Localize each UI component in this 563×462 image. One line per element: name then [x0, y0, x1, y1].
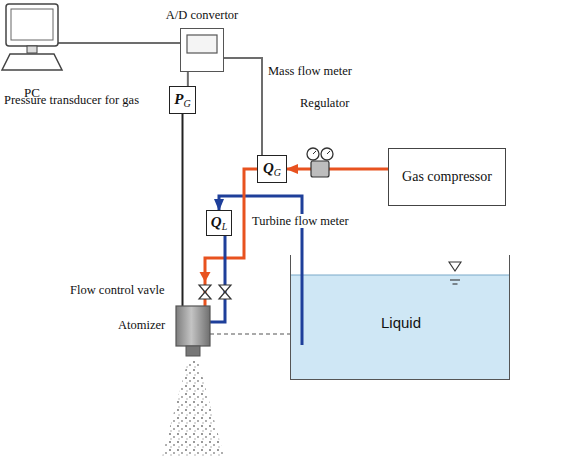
turbine-flow-meter-box: QL — [206, 210, 232, 236]
part-label: Pressure transducer for gas — [4, 93, 139, 107]
liquid-tank: Liquid — [290, 255, 510, 380]
valve-half — [219, 292, 231, 299]
gas-flow-arrow — [200, 272, 211, 282]
liquid-fill — [291, 275, 509, 379]
gauge-needle — [313, 151, 316, 154]
regulator-symbol — [307, 148, 333, 177]
pressure-gauge — [307, 148, 319, 160]
monitor — [6, 4, 58, 46]
screen — [11, 9, 53, 40]
converter-display — [187, 35, 217, 53]
flow-control-valve — [219, 285, 231, 299]
part-label: Turbine flow meter — [250, 214, 351, 228]
liquid-intake-pipe — [301, 255, 304, 345]
part-label: Flow control vavle — [70, 283, 164, 297]
atomizer-body — [176, 306, 210, 346]
symbol-letter: P — [174, 91, 183, 108]
mass-flow-meter-box: QG — [257, 155, 287, 183]
valve-half — [199, 285, 211, 292]
symbol-letter: Q — [211, 214, 222, 231]
signal-wire — [224, 58, 262, 155]
part-label: Mass flow meter — [268, 64, 352, 78]
liquid-pipe — [210, 236, 225, 322]
signal-wire — [58, 42, 180, 44]
compressor-box: Gas compressor — [388, 148, 506, 206]
level-triangle — [449, 262, 461, 271]
signal-wire — [187, 72, 189, 86]
level-tick — [450, 279, 460, 280]
level-tick — [453, 283, 458, 284]
gas-pipe — [287, 168, 388, 171]
valve-half — [219, 285, 231, 292]
symbol-letter: Q — [263, 160, 274, 177]
node-label: Gas compressor — [402, 169, 492, 185]
gauge-needle — [327, 151, 330, 154]
symbol-subscript: G — [183, 98, 190, 110]
keyboard — [2, 54, 62, 70]
ad-converter-box: A/D convertor — [180, 28, 224, 72]
symbol-subscript: L — [222, 221, 228, 233]
pressure-transducer-box: PG — [169, 86, 195, 114]
symbol-subscript: G — [274, 167, 281, 179]
liquid-surface — [291, 274, 509, 275]
pressure-tap-line — [182, 114, 184, 306]
computer-icon — [2, 4, 62, 70]
pressure-gauge — [321, 148, 333, 160]
water-level-symbol — [449, 262, 461, 284]
regulator-body — [311, 161, 329, 177]
computer: PC — [6, 4, 58, 72]
node-label: A/D convertor — [166, 8, 239, 22]
dashed-link — [210, 333, 290, 334]
node-label: Liquid — [381, 314, 421, 331]
part-label: Atomizer — [118, 318, 165, 332]
part-label: Regulator — [300, 96, 349, 110]
monitor-stand — [27, 46, 37, 53]
spray-plume — [162, 360, 224, 456]
atomizer-nozzle — [186, 346, 200, 356]
valve-half — [199, 292, 211, 299]
flow-control-valve — [199, 285, 211, 299]
gas-pipe — [205, 169, 257, 306]
